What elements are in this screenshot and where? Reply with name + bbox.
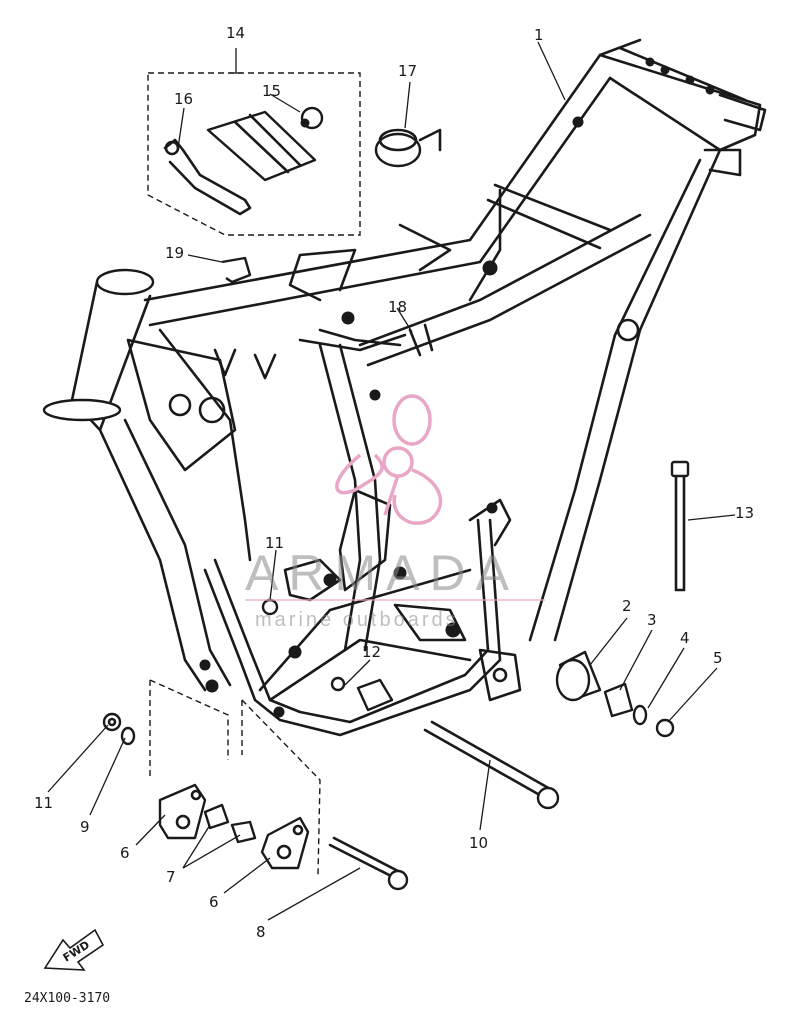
leader-lines	[47, 41, 736, 921]
callout-15: 15	[262, 82, 281, 100]
callout-1: 1	[534, 26, 544, 44]
watermark-tagline: marine outboards	[255, 609, 459, 631]
tool-bag-14	[206, 110, 317, 182]
spark-plug-15	[300, 106, 324, 130]
callout-9: 9	[80, 818, 90, 836]
clamp-19	[221, 256, 252, 284]
callout-5: 5	[713, 649, 723, 667]
callout-6-lower: 6	[209, 893, 219, 911]
watermark-brand: ARMADA	[245, 545, 519, 601]
callout-14: 14	[226, 24, 245, 42]
callout-17: 17	[398, 62, 417, 80]
cable-tie-13	[670, 460, 690, 592]
tool-kit-group-box	[147, 72, 361, 236]
armada-logo-mark	[335, 394, 443, 525]
callout-4: 4	[680, 629, 690, 647]
callout-12: 12	[362, 643, 381, 661]
diagram-code: 24X100-3170	[24, 991, 110, 1006]
collar-3	[603, 682, 634, 718]
head-pipe	[42, 268, 155, 432]
callout-10: 10	[469, 834, 488, 852]
washer-9	[120, 726, 136, 746]
mount-bracket-lower	[260, 816, 310, 870]
hex-nut-11-left	[102, 712, 122, 732]
armada-watermark: ARMADA marine outboards	[245, 394, 545, 631]
callout-6-upper: 6	[120, 844, 130, 862]
fwd-arrow-icon: FWD	[43, 928, 105, 971]
callout-11-frame: 11	[265, 534, 284, 552]
mount-group-box-right	[241, 699, 321, 876]
long-bolt-10	[423, 720, 560, 810]
callout-7: 7	[166, 868, 176, 886]
bolt-8	[328, 836, 409, 891]
callout-13: 13	[735, 504, 754, 522]
callout-3: 3	[647, 611, 657, 629]
callout-18: 18	[388, 298, 407, 316]
callout-2: 2	[622, 597, 632, 615]
hose-18	[408, 323, 434, 357]
callout-19: 19	[165, 244, 184, 262]
main-frame	[42, 38, 767, 737]
callout-11-left: 11	[34, 794, 53, 812]
mount-bolt-short	[203, 803, 257, 844]
callout-16: 16	[174, 90, 193, 108]
meter-17	[374, 128, 442, 168]
mount-group-box-left	[149, 679, 229, 780]
mount-bracket-upper	[158, 783, 207, 840]
callout-8: 8	[256, 923, 266, 941]
bolt-5	[655, 718, 675, 738]
damper-2	[555, 650, 602, 702]
washer-4	[632, 704, 648, 726]
collar-12	[330, 676, 394, 712]
